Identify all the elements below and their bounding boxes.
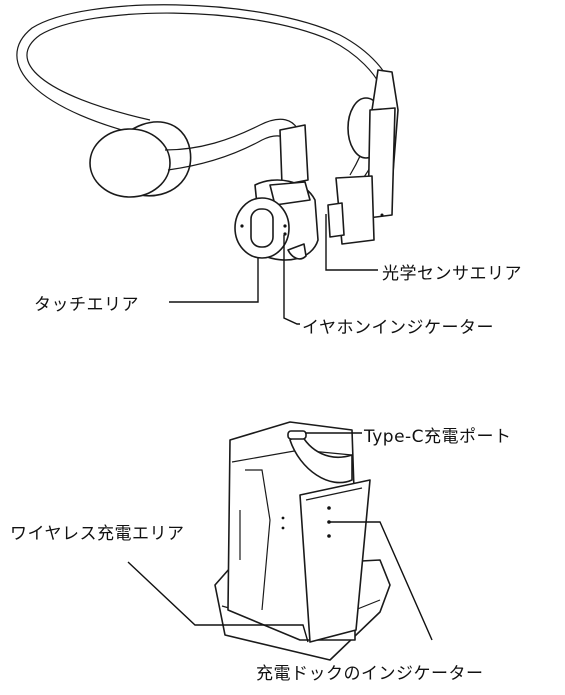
dock-led-1 [327, 506, 331, 510]
dock-led-3 [327, 534, 331, 538]
type-c-port-label: Type-C充電ポート [364, 427, 512, 447]
dock-indicator-leader [330, 521, 433, 641]
earphone-indicator-leader [283, 235, 300, 325]
dock-indicator-label: 充電ドックのインジケーター [256, 664, 484, 684]
left-ear-pad [89, 121, 192, 198]
bone-conduction-headphone [16, 4, 399, 325]
front-panel [299, 479, 371, 643]
charging-dock [127, 421, 433, 661]
optical-sensor-leader [325, 214, 378, 271]
front-earpiece [234, 179, 319, 261]
indicator-dot [283, 224, 287, 228]
optical-sensor-area-label: 光学センサエリア [382, 264, 522, 284]
touch-area-label: タッチエリア [34, 295, 139, 315]
touch-area-leader [169, 258, 259, 303]
type-c-port-shape [287, 430, 307, 440]
wireless-charging-leader [127, 561, 309, 643]
mic-dot [240, 224, 244, 228]
dock-led-2 [327, 520, 331, 524]
wireless-charging-area-label: ワイヤレス充電エリア [10, 524, 185, 544]
right-earpiece [327, 69, 399, 245]
earphone-indicator-label: イヤホンインジケーター [302, 318, 494, 338]
